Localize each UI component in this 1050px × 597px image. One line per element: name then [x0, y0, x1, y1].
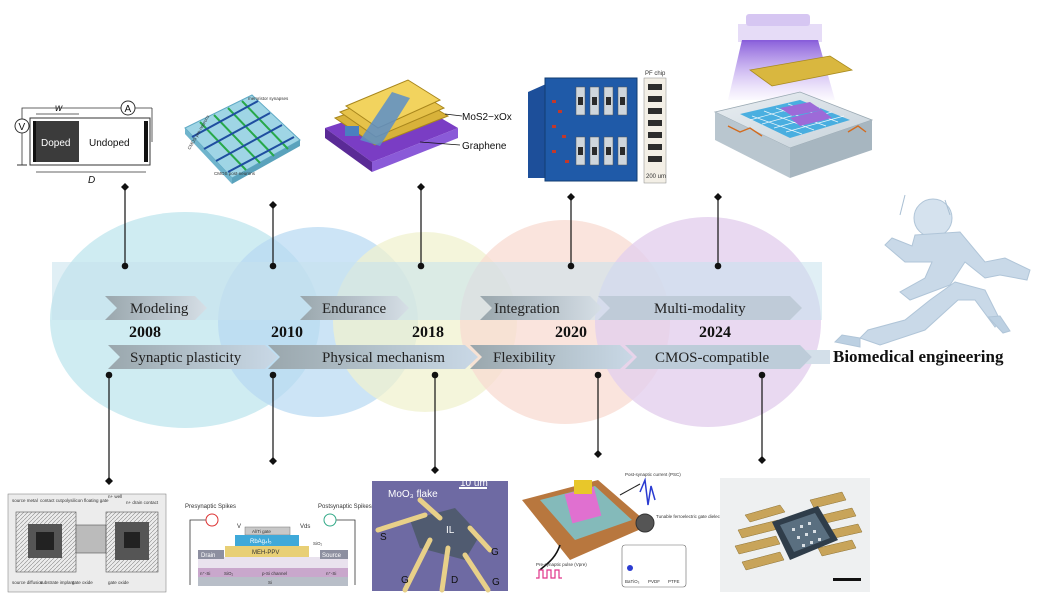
material-batio3: BaTiO₃ [625, 579, 640, 584]
top-arrow-2 [300, 296, 409, 320]
w-label: w [55, 103, 63, 114]
vds-label: Vds [300, 524, 310, 530]
terminal-d: D [451, 575, 458, 586]
panel-ferroelectric-device: Post-synaptic current (PSC) Tunable ferr… [522, 472, 737, 588]
bottom-connector-markers [105, 371, 766, 485]
source-label: Source [322, 553, 342, 559]
top-connectors [124, 187, 719, 266]
pre-spikes-label: Presynaptic Spikes [185, 504, 236, 510]
running-humanoid-illustration [833, 194, 1031, 348]
bubble-violet [595, 217, 821, 427]
moo3-flake-label: MoO₃ flake [388, 489, 438, 500]
material-ptfe: PTFE [668, 579, 680, 584]
post-spike-meter-icon [323, 513, 337, 527]
panel-floating-gate-layout: source metal contact cut polysilicon flo… [7, 493, 167, 593]
year-2018: 2018 [412, 324, 444, 341]
bottom-arrow-chain [108, 345, 830, 369]
bottom-arrow-3 [470, 345, 633, 369]
panel-cmos-chip-photo [720, 478, 870, 592]
voltmeter-label: V [19, 122, 26, 133]
terminal-g-right: G [491, 547, 499, 558]
d-label: D [88, 175, 95, 186]
year-2020: 2020 [555, 324, 587, 341]
voltmeter-icon [14, 118, 30, 134]
fg-label-drain-contact: n+ drain contact [126, 500, 159, 505]
nsi-left-label: n⁺-Si [200, 571, 210, 576]
year-2024: 2024 [699, 324, 731, 341]
fg-label-n-well: n+ well [108, 494, 122, 499]
ferro-layer-label: Tunable ferroelectric gate dielectric la… [656, 514, 737, 519]
crossbar-bottom-label: CMOS post-neurons [214, 171, 256, 176]
material-pvdf: PVDF [648, 579, 660, 584]
bottom-arrow-2 [268, 345, 478, 369]
doped-region [33, 121, 79, 162]
pf-chip-scale: 200 um [646, 174, 666, 180]
top-connector-markers [121, 183, 722, 270]
graphene-label: Graphene [462, 141, 507, 152]
bottom-label-flexibility: Flexibility [493, 350, 556, 366]
vg-label: V [237, 524, 241, 530]
gate-label: Al/Ti gate [252, 529, 271, 534]
year-2010: 2010 [271, 324, 303, 341]
bottom-label-cmos-compatible: CMOS-compatible [655, 350, 769, 366]
sio2-left-label: SiO₂ [224, 571, 234, 576]
si-label: Si [268, 580, 272, 585]
ammeter-label: A [125, 104, 132, 115]
doped-label: Doped [41, 138, 70, 149]
top-arrow-chain [105, 296, 802, 320]
drain-label: Drain [201, 553, 215, 559]
bottom-connectors [108, 375, 763, 481]
fg-label-gate-oxide-p: gate oxide [72, 580, 93, 585]
top-label-multi-modality: Multi-modality [654, 301, 746, 317]
sio2-right-label: SiO₂ [313, 541, 323, 546]
gold-electrode [749, 55, 854, 87]
pf-chip-label: PF chip [645, 71, 666, 77]
fg-label-contact-cut: contact cut [40, 498, 63, 503]
pf-chip-strip [643, 77, 667, 184]
bottom-label-synaptic-plasticity: Synaptic plasticity [130, 350, 242, 366]
terminal-g-bottom: G [492, 577, 500, 588]
nsi-right-label: n⁺-Si [326, 571, 336, 576]
crossbar-top-label: memristor synapses [248, 96, 289, 101]
mehppv-label: MEH-PPV [252, 550, 279, 556]
fg-label-source-metal: source metal [12, 498, 38, 503]
panel-crossbar-array: memristor synapses CMOS pre-neurons CMOS… [184, 94, 301, 184]
mos2-label: MoS2−xOx [462, 112, 512, 123]
psc-label: Post-synaptic current (PSC) [625, 472, 681, 477]
top-arrow-1 [105, 296, 207, 320]
scale-bar [833, 578, 861, 581]
panel-synaptic-transistor: Presynaptic Spikes Postsynaptic Spikes V… [185, 504, 372, 586]
pre-spike-source-icon [205, 513, 219, 527]
fg-label-source-diffusion: source diffusion [12, 580, 44, 585]
panel-memristor-model: Doped Undoped w D V A [14, 100, 153, 186]
top-arrow-3 [480, 296, 602, 320]
terminal-g-left: G [401, 575, 409, 586]
post-spikes-label: Postsynaptic Spikes [318, 504, 372, 510]
bottom-arrow-1 [108, 345, 278, 369]
fg-label-gate-oxide-n: gate oxide [108, 580, 129, 585]
end-label-biomedical: Biomedical engineering [833, 347, 1004, 366]
bottom-arrow-4 [625, 345, 812, 369]
top-label-modeling: Modeling [130, 301, 189, 317]
top-label-endurance: Endurance [322, 301, 386, 317]
rbag-label: RbAg₄I₅ [250, 539, 272, 545]
channel-label: p-Si channel [262, 571, 287, 576]
top-label-integration: Integration [494, 301, 560, 317]
fg-label-substrate-implant: substrate implant [40, 580, 75, 585]
il-label: IL [446, 525, 455, 536]
undoped-label: Undoped [89, 138, 130, 149]
fg-label-floating-gate: polysilicon floating gate [62, 498, 109, 503]
moo3-scale-label: 10 um [460, 478, 488, 489]
year-2008: 2008 [129, 324, 161, 341]
panel-multimodal-chip [713, 14, 874, 178]
bottom-arrow-tail [805, 350, 830, 364]
top-arrow-4 [598, 296, 802, 320]
panel-pf-chip-board: PF chip 200 um [528, 71, 667, 184]
panel-mos2-graphene-device: MoS2−xOx Graphene [325, 79, 512, 172]
pulse-label: Pre-synaptic pulse (Vpre) [536, 562, 587, 567]
panel-moo3-micrograph: 10 um MoO₃ flake IL S G G D G [372, 478, 508, 593]
terminal-s: S [380, 532, 387, 543]
bottom-label-physical-mechanism: Physical mechanism [322, 350, 445, 366]
